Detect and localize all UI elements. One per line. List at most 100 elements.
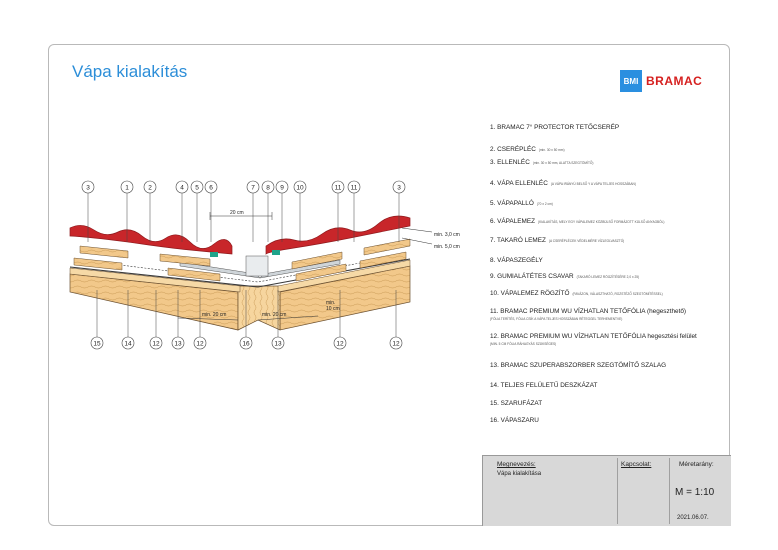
legend-item-label: ELLENLÉC [497,159,530,166]
legend-item: 13. BRAMAC SZUPERABSZORBER SZEGTÖMÍTŐ SZ… [490,362,666,369]
boarding [69,259,411,293]
bramac-logo-text: BRAMAC [646,74,703,88]
legend-item-label: VÁPASZARU [500,417,539,424]
bmi-logo-mark: BMI [620,70,642,92]
callout-number: 2 [148,184,152,191]
legend-item-label: TAKARÓ LEMEZ [497,237,546,244]
legend-item-label: CSERÉPLÉC [497,146,536,153]
callout-number: 11 [335,184,342,191]
callout-number: 9 [280,184,284,191]
callout-circle [190,180,204,194]
legend-item-number: 11. [490,308,499,315]
callout-number: 12 [152,340,160,347]
callout-number: 5 [195,184,199,191]
callout-number: 14 [124,340,132,347]
legend-item-label: BRAMAC PREMIUM WU VÍZHATLAN TETŐFÓLIA (h… [500,308,687,315]
callout-number: 12 [336,340,344,347]
callout-number: 12 [196,340,204,347]
callout-circle [204,180,218,194]
legend-item-number: 6. [490,218,496,225]
legend-item-note: (TAKARÓ LEMEZ RÖGZÍTÉSÉRE 2,0 x 25) [576,275,640,279]
brand-logo: BMI BRAMAC [620,70,702,92]
name-label: Megnevezés: [497,461,536,468]
legend-item-note: (min. 30 x 50 mm, ALATTA SZEGTÖMÍTŐ) [532,161,594,165]
callout-number: 15 [93,340,101,347]
legend-item-label: BRAMAC SZUPERABSZORBER SZEGTÖMÍTŐ SZALAG [500,362,667,369]
callout-circle [333,336,347,350]
callout-circle [275,180,289,194]
legend-item-label: VÁPALEMEZ [497,218,536,225]
legend-item: 16. VÁPASZARU [490,417,539,424]
callout-number: 6 [209,184,213,191]
callout-number: 10 [296,184,304,191]
legend-item: 15. SZARUFÁZAT [490,400,542,407]
legend-item: 3. ELLENLÉC(min. 30 x 50 mm, ALATTA SZEG… [490,159,593,166]
legend-item-label: VÁPALEMEZ RÖGZÍTŐ [500,290,570,297]
name-value: Vápa kialakítása [497,471,542,477]
drawing-date: 2021.06.07. [677,515,709,521]
legend-item-label: BRAMAC 7° PROTECTOR TETŐCSERÉP [497,124,620,131]
callout-circle [392,180,406,194]
callout-circle [149,336,163,350]
scale-value: M = 1:10 [675,487,715,498]
callout-number: 13 [274,340,282,347]
callout-circle [246,180,260,194]
dim-right-1-label: min. 3,0 cm [434,232,460,238]
legend-item-number: 10. [490,290,499,297]
callout-number: 16 [242,340,250,347]
valley-rafter [237,285,281,331]
legend-item-number: 15. [490,400,499,407]
legend-item: 9. GUMIALÁTÉTES CSAVAR(TAKARÓ LEMEZ RÖGZ… [490,273,639,280]
legend-item: 11. BRAMAC PREMIUM WU VÍZHATLAN TETŐFÓLI… [490,308,686,321]
callout-number: 3 [86,184,90,191]
callout-number: 4 [180,184,184,191]
legend-item: 2. CSERÉPLÉC(min. 30 x 50 mm) [490,146,565,153]
dim-right-2-label: min. 5,0 cm [434,244,460,250]
legend-item-note: (A VÁPA IRÁNYÚ BELSŐ Y A VÁPA TELJES HOS… [550,182,636,186]
legend-item-note: (FAVÁZON, VÁLASZTHATÓ, ROZSTÉZŐ SZEGTÖMÍ… [572,292,663,296]
callout-circle [90,336,104,350]
title-block-separator [669,458,670,524]
legend-item: 10. VÁPALEMEZ RÖGZÍTŐ(FAVÁZON, VÁLASZTHA… [490,290,663,297]
callout-circle [293,180,307,194]
callout-circle [389,336,403,350]
callout-circle [143,180,157,194]
legend-item-number: 3. [490,159,496,166]
legend-item-number: 9. [490,273,496,280]
legend-item-number: 7. [490,237,496,244]
legend-item: 1. BRAMAC 7° PROTECTOR TETŐCSERÉP [490,124,619,131]
dim-top-label: 20 cm [230,210,244,216]
callout-circle [331,180,345,194]
page-title: Vápa kialakítás [72,62,188,81]
scale-label: Méretarány: [679,461,714,468]
legend-item: 6. VÁPALEMEZ(KIALAKÍTÁS, MELY EGY VÁPALE… [490,218,664,225]
legend-item: 14. TELJES FELÜLETŰ DESZKÁZAT [490,382,597,389]
legend-item-label: GUMIALÁTÉTES CSAVAR [497,273,574,280]
callout-circle [271,336,285,350]
legend-item-label: TELJES FELÜLETŰ DESZKÁZAT [500,382,598,389]
dimension-lines [177,212,433,321]
legend-item-number: 12. [490,333,499,340]
legend-item: 12. BRAMAC PREMIUM WU VÍZHATLAN TETŐFÓLI… [490,333,697,346]
roof-tiles [69,215,411,255]
legend-item-number: 14. [490,382,499,389]
counter-battens [73,251,407,282]
callout-circle [175,180,189,194]
legend-item-number: 13. [490,362,499,369]
legend-item-note: (70 x 2 cm) [536,202,553,206]
legend-item-label: VÁPASZEGÉLY [497,257,543,264]
callout-circle [261,180,275,194]
dim-ten-label-a: min. [326,300,335,306]
dim-ten-label-b: 10 cm [326,306,340,312]
legend-item-number: 16. [490,417,499,424]
legend-item-label: VÁPAPALLÓ [497,200,534,207]
legend-item-note: (A CSERÉPLÉCEK VÉDELMÉRE VÍZLEOLVASZTÓ) [548,239,625,243]
sealing-tape [210,250,280,257]
callout-circle [121,336,135,350]
title-block-separator [617,458,618,524]
callout-number: 11 [351,184,358,191]
dim-left-label: min. 20 cm [202,312,226,318]
legend-item-number: 8. [490,257,496,264]
legend-item-note: (min. 30 x 50 mm) [538,148,565,152]
